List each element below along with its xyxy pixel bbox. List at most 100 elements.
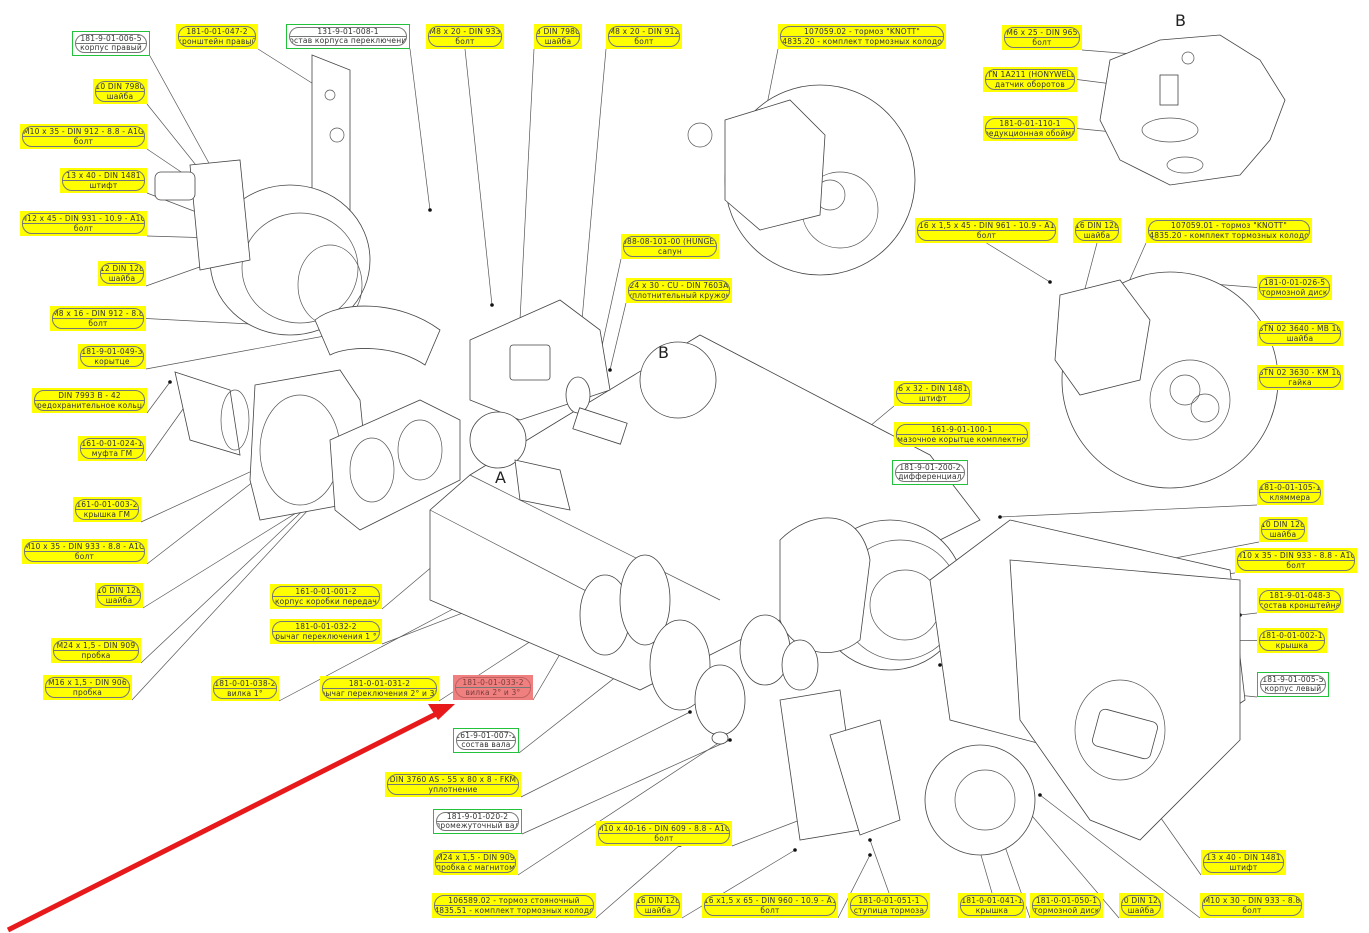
leader-dot <box>868 853 872 857</box>
leader-line <box>145 334 331 370</box>
part-name: редукционная обойма <box>985 128 1075 138</box>
leader-line <box>140 484 331 664</box>
gm-cover-part <box>249 369 461 531</box>
leader-dot <box>1048 280 1052 284</box>
part-code: M10 x 40-16 - DIN 609 - 8.8 - A1G <box>598 823 730 834</box>
part-name: состав вала <box>461 740 511 750</box>
part-code: STN 02 3640 - MB 10 <box>1259 323 1341 334</box>
part-code: 181-9-01-006-5 <box>76 35 146 44</box>
part-name: состав корпуса переключения <box>289 36 407 46</box>
leader-dot <box>793 848 797 852</box>
part-code: 181-9-01-048-3 <box>1260 591 1340 601</box>
part-name: корытце <box>94 356 130 366</box>
part-name: болт <box>654 833 674 843</box>
part-code: 181-0-01-110-1 <box>986 119 1074 129</box>
leader-line <box>681 849 796 919</box>
part-name: рычаг переключения 2° и 3° <box>322 688 437 698</box>
callout-frame: 107059.02 - тормоз "KNOTT"34835.20 - ком… <box>780 26 944 47</box>
leader-dot <box>428 208 432 212</box>
part-name: болт <box>1286 560 1306 570</box>
leader-dot <box>1038 793 1042 797</box>
part-name: шайба <box>1269 529 1297 539</box>
part-code: 161-0-01-024-1 <box>81 438 143 449</box>
part-name: корпус правый <box>80 43 142 53</box>
part-code: 107059.01 - тормоз "KNOTT" <box>1149 221 1309 231</box>
leader-dot <box>608 368 612 372</box>
view-letter-b-body: B <box>658 343 669 362</box>
part-name: кляммера <box>1269 492 1311 502</box>
part-code: 107059.02 - тормоз "KNOTT" <box>781 27 943 37</box>
part-code: 181-0-01-038-2 <box>214 678 276 689</box>
part-name: тормозной диск <box>1261 287 1328 297</box>
leader-line <box>731 819 801 847</box>
part-name: болт <box>634 36 654 46</box>
part-code: M8 x 20 - DIN 933 <box>429 26 501 37</box>
part-name: шайба <box>644 905 672 915</box>
leader-line <box>521 739 731 835</box>
part-name: ступица тормоза <box>853 905 925 915</box>
part-name: предохранительное кольцо <box>34 400 145 410</box>
part-name: шайба <box>1127 905 1155 915</box>
part-name: шайба <box>106 91 134 101</box>
part-name: шайба <box>1286 333 1314 343</box>
part-name: рычаг переключения 1 ° <box>275 631 377 641</box>
leader-line <box>577 48 607 366</box>
part-callout: 107059.01 - тормоз "KNOTT"34835.20 - ком… <box>1146 218 1312 243</box>
leader-line <box>1239 612 1258 616</box>
leader-line <box>520 711 691 798</box>
part-code: 181-9-01-049-3 <box>81 346 143 357</box>
leader-line <box>837 854 871 919</box>
part-name: состав кронштейна <box>1259 600 1341 610</box>
part-code: 10 DIN 128 <box>97 585 141 596</box>
leader-line <box>986 242 1051 283</box>
coupling-part <box>174 371 250 456</box>
leader-line <box>595 844 681 919</box>
part-name: сапун <box>658 246 682 256</box>
part-code: 1088-08-101-00 (HUNGER) <box>623 236 716 247</box>
callout-frame: 1088-08-101-00 (HUNGER)сапун <box>623 236 717 257</box>
part-name: вилка 1° <box>227 688 263 698</box>
part-name: муфта ГМ <box>91 448 133 458</box>
part-code: 181-0-01-105-1 <box>1259 482 1321 493</box>
leader-line <box>409 48 431 211</box>
part-name: болт <box>760 905 780 915</box>
leader-line <box>999 504 1258 518</box>
part-name: штифт <box>1229 862 1258 872</box>
callout-frame: GTN 1A211 (HONYWELL)датчик оборотов <box>985 69 1075 90</box>
part-name: болт <box>1032 37 1052 47</box>
part-code: 16 DIN 128 <box>1075 220 1119 231</box>
